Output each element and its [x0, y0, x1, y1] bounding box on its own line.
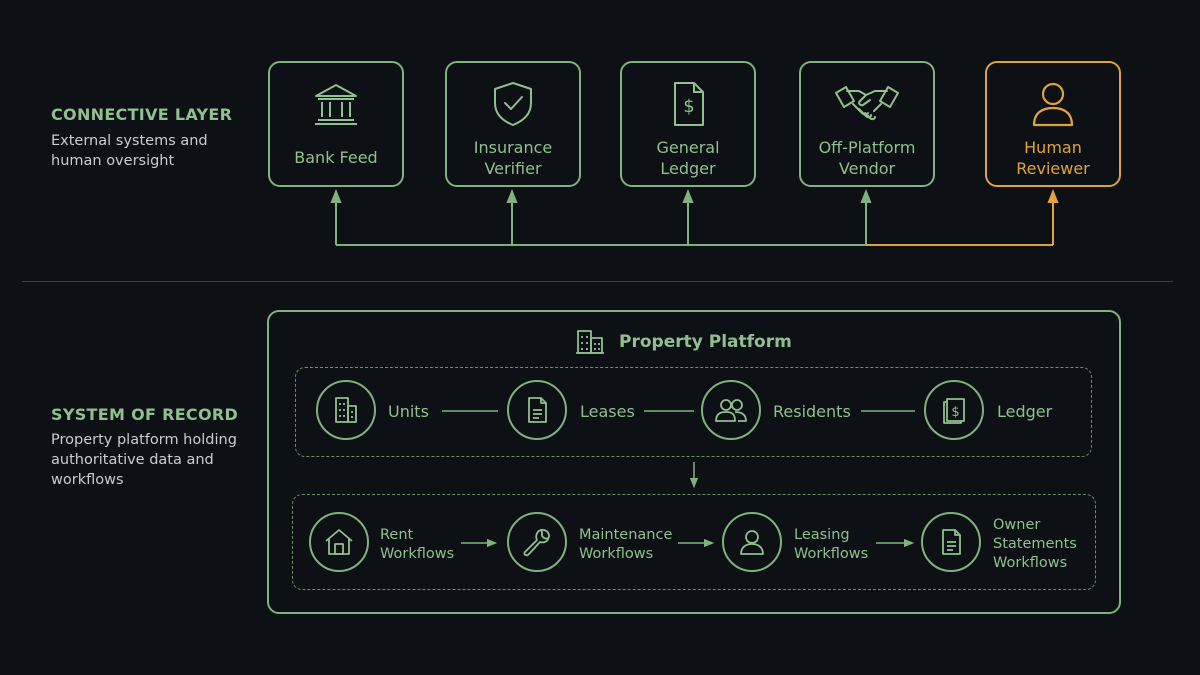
entities-group	[295, 367, 1092, 457]
owner-statements-label-line3: Workflows	[993, 555, 1068, 571]
document-icon	[942, 529, 961, 555]
property-platform-label: Property Platform	[619, 332, 792, 352]
people-icon	[715, 399, 747, 422]
human-reviewer-box[interactable]: Human Reviewer	[985, 61, 1121, 187]
human-reviewer-label-line2: Reviewer	[1016, 159, 1090, 178]
property-platform-title: Property Platform	[575, 330, 792, 354]
connective-layer-description: External systems and human oversight	[51, 133, 208, 169]
insurance-verifier-label-line2: Verifier	[484, 159, 542, 178]
owner-statements-label-line2: Statements	[993, 536, 1077, 552]
insurance-verifier-label-line1: Insurance	[473, 138, 553, 157]
residents-node[interactable]	[701, 380, 761, 440]
person-icon	[987, 79, 1119, 129]
bank-icon	[270, 79, 402, 129]
buildings-icon	[576, 330, 604, 354]
maintenance-workflows-node[interactable]	[507, 512, 567, 572]
leasing-workflows-node[interactable]	[722, 512, 782, 572]
general-ledger-label-line1: General	[656, 138, 720, 157]
general-ledger-label-line2: Ledger	[660, 159, 716, 178]
leases-node[interactable]	[507, 380, 567, 440]
rent-workflows-label-line2: Workflows	[380, 546, 455, 562]
building-icon	[335, 397, 357, 423]
ledger-document-icon: $	[622, 79, 754, 129]
leases-label: Leases	[580, 402, 635, 421]
house-icon	[325, 529, 353, 555]
ledger-book-icon: $	[943, 398, 965, 424]
shield-check-icon	[447, 79, 579, 129]
units-node[interactable]	[316, 380, 376, 440]
system-of-record-heading: SYSTEM OF RECORD	[51, 405, 239, 424]
leasing-workflows-label-line1: Leasing	[794, 527, 850, 543]
residents-label: Residents	[773, 402, 851, 421]
system-of-record-description: Property platform holding authoritative …	[51, 432, 237, 488]
svg-text:$: $	[951, 405, 959, 420]
document-icon	[528, 397, 547, 423]
off-platform-vendor-label-line1: Off-Platform	[818, 138, 916, 157]
handshake-icon	[801, 79, 933, 129]
general-ledger-box[interactable]: $ General Ledger	[620, 61, 756, 187]
rent-workflows-node[interactable]	[309, 512, 369, 572]
rent-workflows-label-line1: Rent	[380, 527, 414, 543]
section-divider	[22, 281, 1173, 282]
insurance-verifier-box[interactable]: Insurance Verifier	[445, 61, 581, 187]
maintenance-workflows-label-line2: Workflows	[579, 546, 654, 562]
bank-feed-box[interactable]: Bank Feed	[268, 61, 404, 187]
owner-statements-workflows-node[interactable]	[921, 512, 981, 572]
leasing-workflows-label-line2: Workflows	[794, 546, 869, 562]
owner-statements-label-line1: Owner	[993, 517, 1041, 533]
connective-layer-heading: CONNECTIVE LAYER	[51, 105, 233, 124]
workflows-group	[292, 494, 1096, 590]
svg-text:$: $	[683, 96, 694, 117]
ledger-label: Ledger	[997, 402, 1053, 421]
person-icon	[740, 530, 764, 555]
property-platform-container	[267, 310, 1121, 614]
human-reviewer-label-line1: Human	[1024, 138, 1082, 157]
units-label: Units	[388, 402, 429, 421]
off-platform-vendor-box[interactable]: Off-Platform Vendor	[799, 61, 935, 187]
wrench-icon	[523, 528, 550, 557]
bank-feed-label: Bank Feed	[294, 148, 378, 167]
maintenance-workflows-label-line1: Maintenance	[579, 527, 673, 543]
off-platform-vendor-label-line2: Vendor	[838, 159, 896, 178]
ledger-node[interactable]: $	[924, 380, 984, 440]
